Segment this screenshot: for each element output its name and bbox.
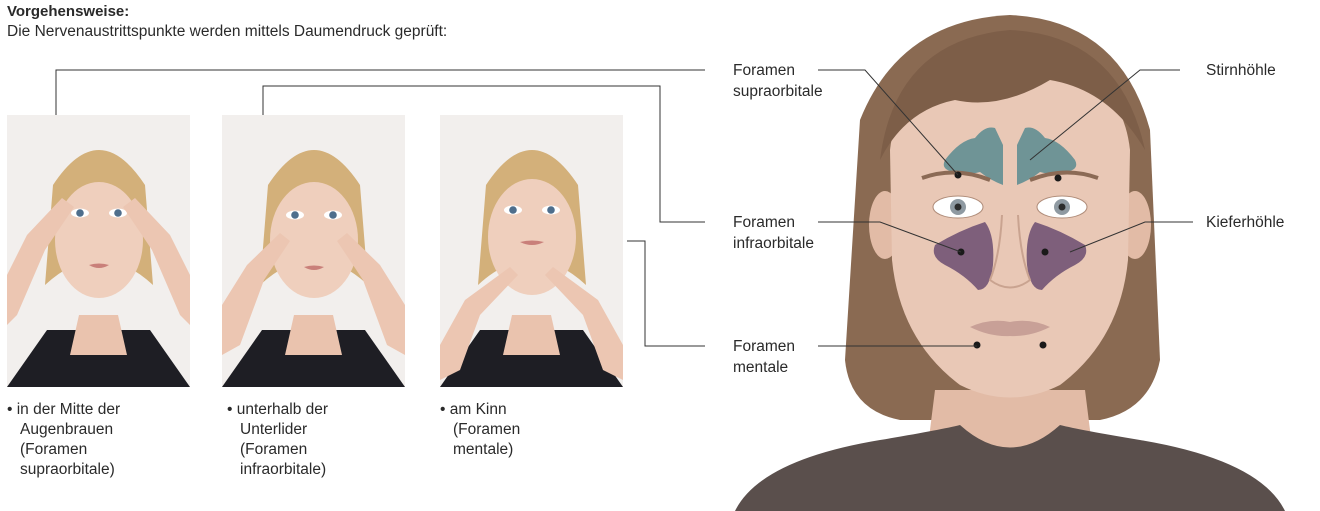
label-stirnhoehle: Stirnhöhle bbox=[1206, 60, 1276, 81]
label-foramen-mentale: Foramen mentale bbox=[733, 336, 795, 378]
leader-infraorbital-photo bbox=[263, 86, 705, 222]
label-foramen-supraorbitale: Foramen supraorbitale bbox=[733, 60, 823, 102]
leader-infraorbital-face bbox=[818, 222, 961, 252]
leader-supraorbital-photo bbox=[56, 70, 705, 115]
label-kieferhoehle: Kieferhöhle bbox=[1206, 212, 1284, 233]
leader-mental-photo bbox=[627, 241, 705, 346]
label-foramen-infraorbitale: Foramen infraorbitale bbox=[733, 212, 814, 254]
leader-stirnhoehle bbox=[1030, 70, 1180, 160]
leader-kieferhoehle bbox=[1070, 222, 1193, 252]
leader-supraorbital-face bbox=[818, 70, 958, 175]
